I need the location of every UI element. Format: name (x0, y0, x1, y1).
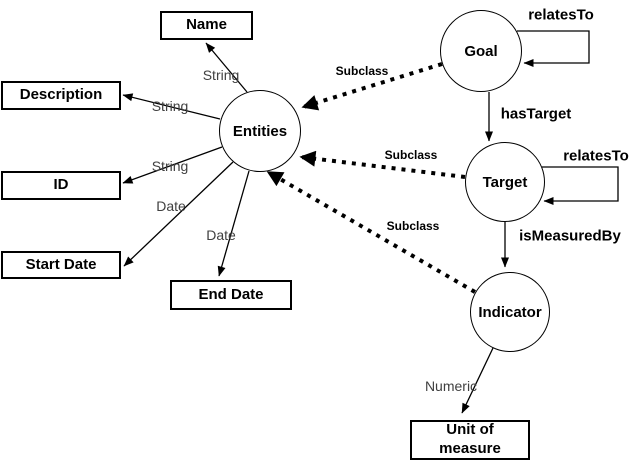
edge-entities-name (205, 42, 248, 93)
label-target-subclass: Subclass (384, 148, 438, 162)
edge-entities-start-date (123, 161, 234, 267)
unit-of-measure-box: Unit of measure (410, 420, 530, 460)
label-start-date-type: Date (156, 198, 186, 214)
name-box: Name (160, 11, 253, 40)
label-indicator-subclass: Subclass (386, 219, 440, 233)
description-box: Description (1, 81, 121, 110)
end-date-box: End Date (170, 280, 292, 310)
target-circle: Target (465, 142, 545, 222)
edge-goal-subclass (301, 62, 443, 111)
label-id-type: String (151, 158, 189, 174)
label-unit-of-measure-type: Numeric (424, 378, 478, 394)
edge-goal-self-loop (517, 30, 590, 67)
edge-entities-end-date (217, 170, 250, 277)
edge-target-self-loop (542, 166, 619, 205)
start-date-box: Start Date (1, 251, 121, 279)
edge-indicator-unit (461, 347, 494, 414)
edge-entities-id (122, 146, 223, 184)
edge-entities-description (122, 93, 221, 120)
indicator-circle: Indicator (470, 272, 550, 352)
entities-circle: Entities (219, 90, 301, 172)
label-has-target: hasTarget (500, 105, 572, 123)
edge-target-subclass (299, 150, 466, 179)
label-goal-relates-to: relatesTo (528, 6, 594, 24)
label-target-relates-to: relatesTo (563, 147, 629, 165)
label-name-type: String (202, 67, 240, 83)
label-end-date-type: Date (206, 227, 236, 243)
label-is-measured-by: isMeasuredBy (519, 227, 621, 245)
label-description-type: String (151, 98, 189, 114)
id-box: ID (1, 171, 121, 200)
goal-circle: Goal (440, 10, 522, 92)
label-goal-subclass: Subclass (335, 64, 389, 78)
edge-indicator-subclass (266, 170, 477, 294)
